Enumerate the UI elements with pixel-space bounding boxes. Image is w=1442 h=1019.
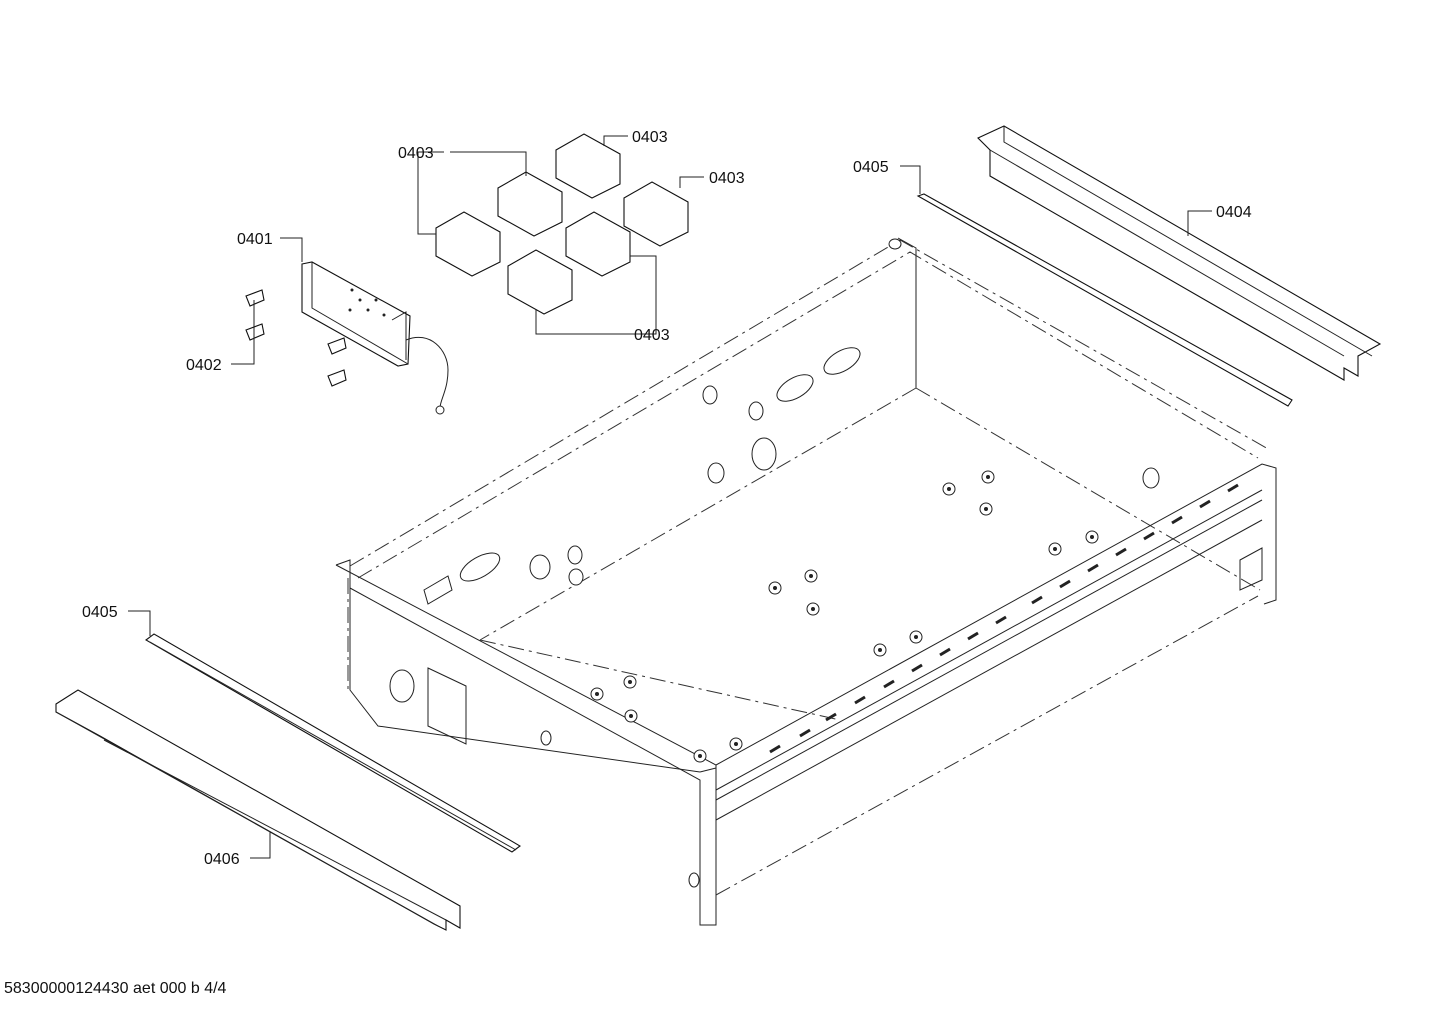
part-0401-control-board xyxy=(301,261,449,415)
label-0403-right: 0403 xyxy=(709,170,745,187)
label-0406: 0406 xyxy=(204,851,240,868)
rail-slots xyxy=(769,483,1239,754)
label-0401: 0401 xyxy=(237,231,273,248)
label-0405-top: 0405 xyxy=(853,159,889,176)
label-0404: 0404 xyxy=(1216,204,1252,221)
document-id: 58300000124430 aet 000 b 4/4 xyxy=(4,980,227,997)
label-0405-bottom: 0405 xyxy=(82,604,118,621)
label-0403-bottom: 0403 xyxy=(634,327,670,344)
part-0403-clip-blocks xyxy=(435,133,689,315)
label-0403-left: 0403 xyxy=(398,145,434,162)
part-0404-rear-trim xyxy=(977,125,1382,381)
label-0403-top: 0403 xyxy=(632,129,668,146)
part-0406-front-trim xyxy=(55,689,461,931)
part-labels: 0401 0402 0403 0403 0403 0403 0404 0405 … xyxy=(82,129,1252,868)
part-0405-top-strip xyxy=(916,193,1293,407)
chassis-drawer-body xyxy=(335,237,1277,926)
label-0402: 0402 xyxy=(186,357,222,374)
part-0402-fasteners xyxy=(245,289,347,387)
part-0405-bottom-strip xyxy=(145,633,521,853)
floor-bosses xyxy=(590,470,1099,763)
leader-lines xyxy=(128,135,1212,859)
